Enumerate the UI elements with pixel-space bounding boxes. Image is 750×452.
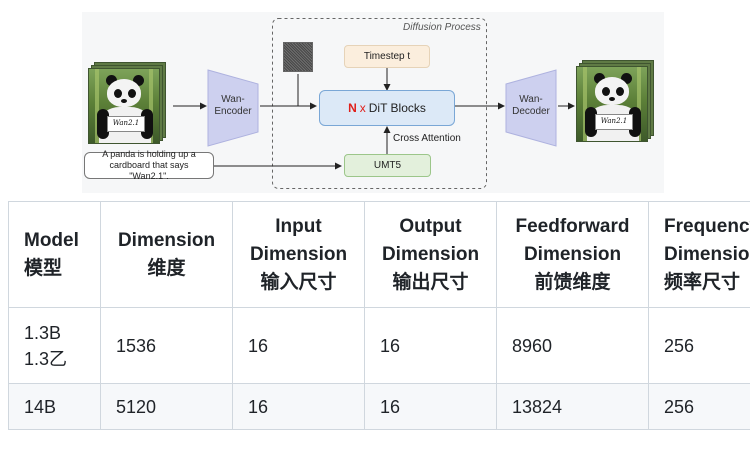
- architecture-diagram: Wan2.1 Wan- Encoder Diffusion Process Ti…: [82, 12, 664, 193]
- dit-n: N: [348, 101, 357, 115]
- dit-label: DiT Blocks: [368, 101, 426, 115]
- noise-image: [283, 42, 313, 72]
- cell-feedforward-dimension: 8960: [496, 307, 649, 384]
- cell-output-dimension: 16: [364, 383, 497, 430]
- table-row: 14B 5120 16 16 13824 256: [8, 383, 750, 430]
- input-image-stack: Wan2.1: [88, 62, 166, 144]
- cell-frequency-dimension: 256: [648, 383, 750, 430]
- panda-image: Wan2.1: [88, 68, 160, 144]
- diffusion-process-title: Diffusion Process: [403, 22, 481, 33]
- text-prompt: A panda is holding up a cardboard that s…: [84, 149, 214, 181]
- panda-card-text: Wan2.1: [107, 116, 145, 132]
- cell-input-dimension: 16: [232, 307, 365, 384]
- diagram-connectors: [173, 18, 575, 189]
- cell-dimension: 5120: [100, 383, 233, 430]
- cell-output-dimension: 16: [364, 307, 497, 384]
- cross-attention-label: Cross Attention: [393, 133, 461, 144]
- encoder-shape: [207, 69, 259, 147]
- decoder-label: Wan- Decoder: [512, 94, 550, 117]
- panda-output-image: Wan2.1: [576, 66, 648, 142]
- output-image-stack: Wan2.1: [576, 60, 654, 142]
- cell-feedforward-dimension: 13824: [496, 383, 649, 430]
- decoder-shape: [505, 69, 557, 147]
- dit-blocks-box: N x DiT Blocks: [319, 90, 455, 126]
- diffusion-process-box: [272, 18, 487, 189]
- encoder-label: Wan- Encoder: [214, 94, 252, 117]
- panda-output-card-text: Wan2.1: [595, 114, 633, 130]
- cell-dimension: 1536: [100, 307, 233, 384]
- umt5-box: UMT5: [344, 154, 431, 177]
- cell-model: 14B: [8, 383, 101, 430]
- dit-x: x: [359, 101, 366, 115]
- header-frequency-dimension: FrequencyDimension频率尺寸: [648, 201, 750, 308]
- cell-input-dimension: 16: [232, 383, 365, 430]
- cell-frequency-dimension: 256: [648, 307, 750, 384]
- timestep-box: Timestep t: [344, 45, 430, 68]
